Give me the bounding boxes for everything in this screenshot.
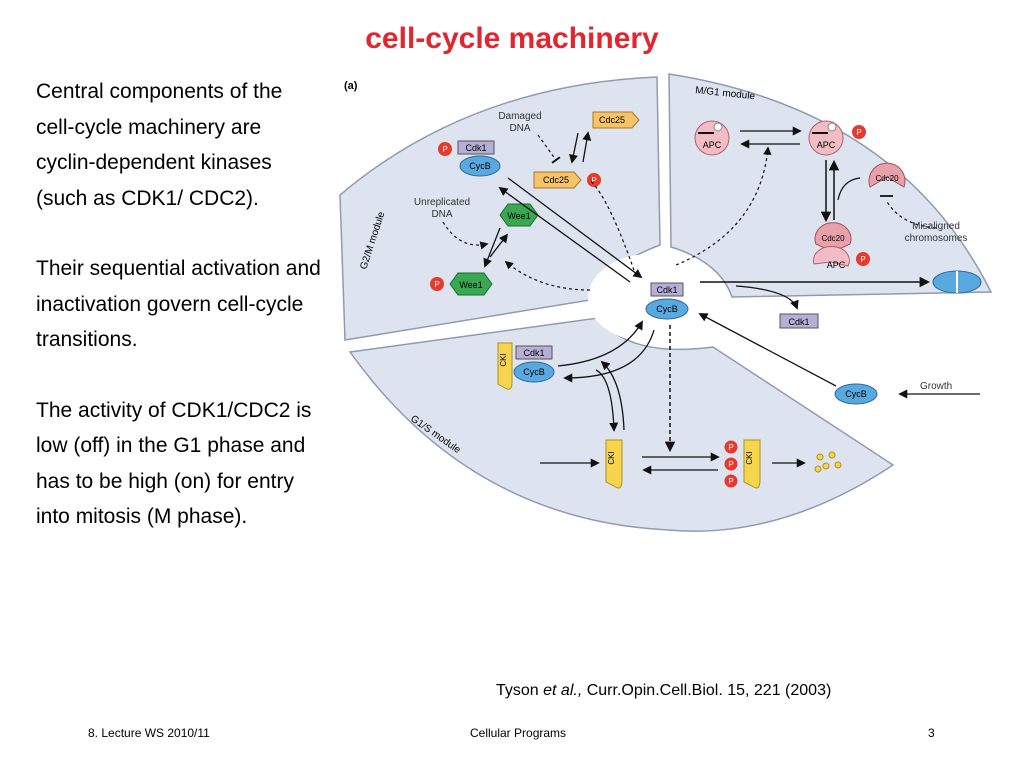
paragraph-cdk1-activity: The activity of CDK1/CDC2 is low (off) i… [36, 398, 312, 529]
cdc20-free-shape [868, 162, 906, 188]
wee1-phospho-label: Wee1 [459, 280, 482, 290]
cycb-binding-arrow [698, 313, 837, 387]
center-cycb-label: CycB [656, 304, 678, 314]
phospho-label: P [591, 176, 596, 185]
phospho-circle [856, 252, 870, 266]
cdk1-to-apc-dashed [675, 146, 772, 266]
footer-course: Cellular Programs [470, 726, 567, 740]
phospho-label: P [728, 460, 733, 469]
wee1-phospho-hexagon [449, 272, 493, 296]
cki-association-arrow [563, 329, 655, 383]
phospho-label: P [856, 128, 861, 137]
cdc25-inactivation-arrow [569, 132, 579, 164]
cki-dissociation-arrow [557, 320, 643, 367]
footer-lecture: 8. Lecture WS 2010/11 [88, 726, 210, 740]
center-cycb-ellipse [645, 298, 689, 320]
cki-phospho-shape [743, 439, 761, 489]
cdk1-activation-arrow [507, 177, 643, 279]
cki-phospho-label: CKI [745, 451, 754, 464]
apc-bound-label: APC [827, 260, 846, 270]
cdk1-box [457, 140, 495, 155]
phospho-label: P [728, 477, 733, 486]
misaligned-label-1: Misaligned [912, 221, 960, 232]
cki-complex-shape [497, 342, 513, 390]
damaged-dna-label-2: DNA [509, 123, 530, 134]
degradation-fragments [814, 451, 842, 473]
phospho-label: P [442, 145, 447, 154]
unreplicated-dna-label-1: Unreplicated [414, 197, 470, 208]
wee1-inactivation-arrow [483, 227, 501, 268]
misaligned-label-2: chromosomes [905, 233, 968, 244]
cki-free-label: CKI [607, 451, 616, 464]
cki-cdk1-box [515, 345, 553, 360]
apc-label: APC [703, 140, 722, 150]
citation-author: Tyson [496, 682, 544, 699]
cdc20-bound-label: Cdc20 [821, 234, 845, 243]
phospho-circle [724, 474, 738, 488]
new-cycb-ellipse [834, 383, 878, 405]
cdc25-box [592, 111, 640, 129]
cdc20-binding-curve [837, 177, 861, 201]
cycb-degradation-arrow [735, 285, 799, 310]
cycb-ellipse [459, 155, 501, 177]
misaligned-inhibition-dashed [885, 199, 937, 229]
panel-label: (a) [344, 80, 358, 92]
center-cdk1-label: Cdk1 [656, 285, 677, 295]
new-cycb-label: CycB [845, 389, 867, 399]
mg1-module-sector [668, 73, 993, 298]
footer-page-number: 3 [928, 726, 935, 740]
phospho-label: P [728, 443, 733, 452]
cki-cdk1-label: Cdk1 [523, 348, 544, 358]
citation: Tyson et al., Curr.Opin.Cell.Biol. 15, 2… [496, 682, 831, 700]
wee1-activation-arrow [489, 233, 509, 258]
cdk1-to-cdc25-dashed [589, 179, 637, 277]
phospho-circle [430, 277, 444, 291]
citation-reference: Curr.Opin.Cell.Biol. 15, 221 (2003) [582, 682, 832, 699]
cki-free-shape [605, 439, 623, 489]
cdc25-phospho-box [533, 171, 582, 189]
citation-etal: et al., [543, 682, 583, 699]
paragraph-cdk-components: Central components of the cell-cycle mac… [36, 80, 283, 210]
phospho-circle [724, 440, 738, 454]
phospho-label: P [434, 280, 439, 289]
apc-bound-shape [812, 246, 850, 267]
cdc25-activation-arrow [582, 131, 592, 163]
phospho-circle [587, 173, 601, 187]
phospho-label: P [860, 255, 865, 264]
damaged-dna-inhibition [537, 134, 561, 164]
body-text: Central components of the cell-cycle mac… [36, 74, 326, 570]
cki-binding-arrow [600, 360, 625, 431]
wee1-label: Wee1 [507, 211, 530, 221]
cdk1-inhibition-arrow [498, 186, 631, 283]
paragraph-sequential-activation: Their sequential activation and inactiva… [36, 257, 321, 351]
apc-site [713, 122, 723, 132]
damaged-dna-label-1: Damaged [498, 111, 541, 122]
cki-cycb-ellipse [513, 361, 555, 383]
cki-cycb-label: CycB [523, 367, 545, 377]
slide-title: cell-cycle machinery [365, 22, 659, 55]
free-cdk1-box [779, 313, 819, 329]
cki-complex-label: CKI [499, 353, 508, 366]
center-cdk1-box [650, 282, 684, 297]
phospho-circle [724, 457, 738, 471]
central-hub [588, 254, 712, 342]
cdc25-phospho-label: Cdc25 [543, 175, 569, 185]
free-cdk1-label: Cdk1 [788, 317, 809, 327]
cki-release-arrow [595, 369, 619, 432]
apc-phospho-site [827, 122, 837, 132]
cdk1-label: Cdk1 [465, 143, 486, 153]
phospho-circle [852, 125, 866, 139]
apc-phospho-label: APC [817, 140, 836, 150]
cdc25-label: Cdc25 [599, 115, 625, 125]
unreplicated-dna-arrow [442, 221, 489, 250]
cycb-label: CycB [469, 161, 491, 171]
cdc20-bound-shape [814, 222, 852, 253]
phospho-circle [438, 142, 452, 156]
growth-label: Growth [920, 381, 952, 392]
unreplicated-dna-label-2: DNA [431, 209, 452, 220]
cdc20-free-label: Cdc20 [875, 174, 899, 183]
